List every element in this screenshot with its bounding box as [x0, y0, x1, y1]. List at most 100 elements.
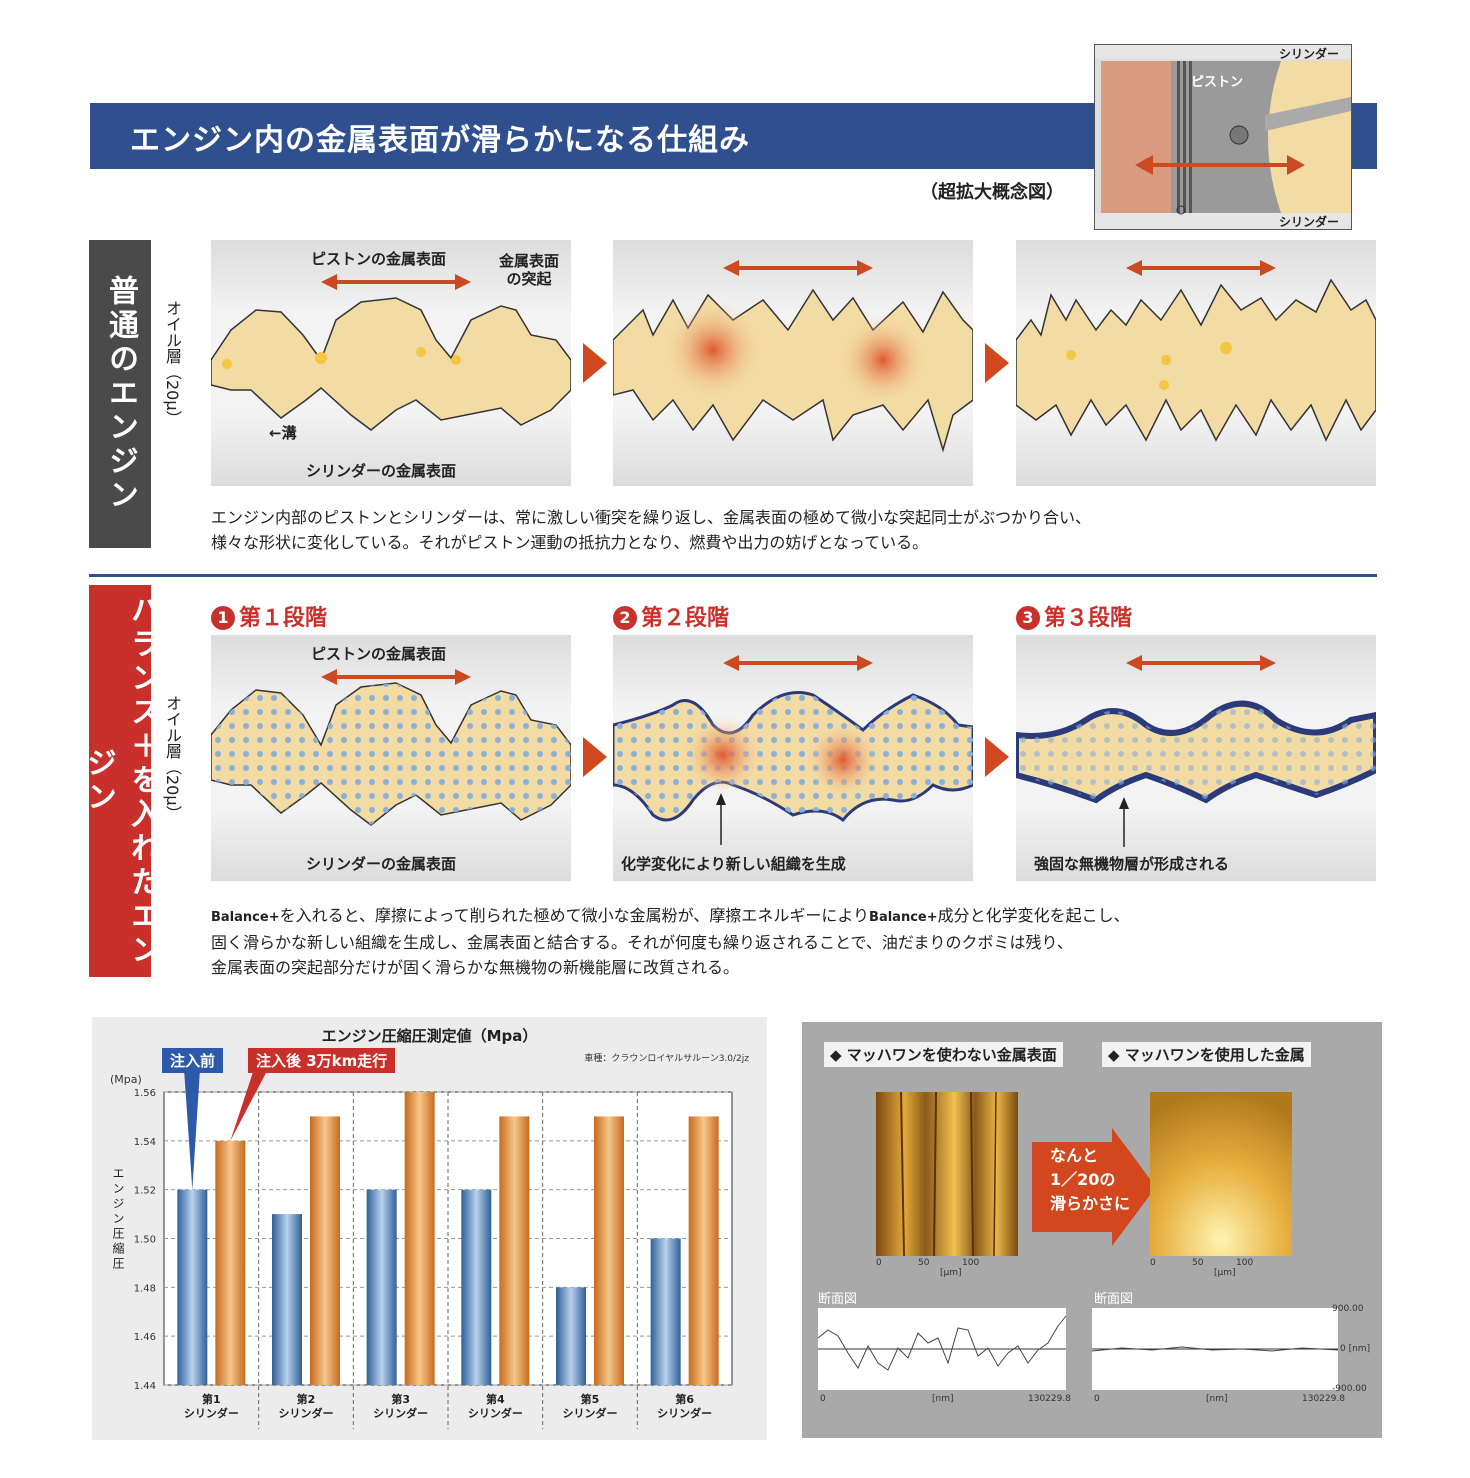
next-arrow-icon [985, 343, 1009, 383]
double-arrow-icon [321, 274, 471, 290]
double-arrow-icon [723, 655, 873, 671]
inset-piston-label: ピストン [1191, 75, 1244, 90]
legend-pointer-before [184, 1069, 200, 1190]
balance-description: Balance+を入れると、摩擦によって削られた極めて微小な金属粉が、摩擦エネル… [211, 906, 1130, 977]
smooth-surface-image [1150, 1092, 1292, 1256]
rough-surface-illustration-3 [1016, 278, 1376, 442]
y-tick-label: 1.46 [134, 1332, 156, 1343]
surface-comparison: ◆ マッハワンを使わない金属表面 ◆ マッハワンを使用した金属 0 50 100… [802, 1022, 1382, 1438]
chart-y-label: エンジン圧縮圧 [111, 1167, 125, 1272]
stage-3-note: 強固な無機物層が形成される [1034, 855, 1230, 873]
chart-title: エンジン圧縮圧測定値（Mpa） [321, 1027, 538, 1045]
double-arrow-icon [321, 669, 471, 685]
y-tick-label: 1.54 [134, 1137, 156, 1148]
legend-before: 注入前 [162, 1048, 224, 1073]
x-category-label: 第6 [675, 1392, 694, 1406]
oil-layer-label-1: オイル層（20μ） [163, 300, 182, 427]
stage-2-note: 化学変化により新しい組織を生成 [621, 855, 846, 873]
balance-panel-1: ピストンの金属表面 シリンダーの金属表面 [211, 635, 571, 881]
balance-panel-3: 強固な無機物層が形成される [1016, 635, 1376, 881]
x-category-label: シリンダー [468, 1406, 523, 1420]
double-arrow-icon [1126, 260, 1276, 276]
bar-before [272, 1214, 302, 1385]
bar-before [461, 1189, 492, 1385]
groove-label: ←溝 [269, 424, 297, 442]
x-category-label: シリンダー [373, 1406, 428, 1420]
right-header: ◆ マッハワンを使用した金属 [1102, 1042, 1311, 1067]
brand-mark: Balance+ [869, 910, 938, 925]
inset-cylinder-bottom-label: シリンダー [1278, 215, 1339, 229]
x-category-label: シリンダー [184, 1406, 239, 1420]
section-divider [89, 574, 1377, 577]
cylinder-surface-label-2: シリンダーの金属表面 [306, 855, 457, 873]
x-category-label: 第1 [202, 1392, 221, 1406]
y-tick-label: 1.44 [134, 1381, 156, 1392]
rough-profile-plot [818, 1308, 1066, 1390]
protrusion-label: 金属表面 の突起 [499, 252, 560, 288]
normal-panel-2 [613, 240, 973, 486]
inset-diagram: シリンダー ピストン シリンダー [1094, 44, 1352, 230]
bar-before [177, 1189, 208, 1385]
cross-section-label-right: 断面図 [1094, 1292, 1134, 1307]
piston-surface-label-2: ピストンの金属表面 [311, 645, 447, 663]
balance-engine-tab: バランス＋を入れたエンジン [81, 585, 160, 977]
rough-surface-illustration-1 [211, 297, 571, 431]
bar-before [366, 1189, 397, 1385]
y-tick-label: 1.50 [134, 1235, 156, 1246]
chart-note: 車種：クラウンロイヤルサルーン3.0/2jz [584, 1054, 749, 1064]
next-arrow-icon [583, 737, 607, 777]
smooth-surface-illustration [1016, 700, 1376, 847]
x-category-label: 第5 [581, 1392, 600, 1406]
bar-before [650, 1238, 681, 1385]
inset-cylinder-top-label: シリンダー [1278, 47, 1339, 61]
chart-y-unit: (Mpa) [110, 1073, 142, 1086]
smoother-arrow-text: なんと 1／20の 滑らかさに [1050, 1146, 1131, 1213]
brand-mark: Balance+ [211, 910, 280, 925]
next-arrow-icon [583, 343, 607, 383]
inset-caption: （超拡大概念図） [920, 182, 1064, 203]
left-header: ◆ マッハワンを使わない金属表面 [824, 1042, 1063, 1067]
y-tick-label: 1.48 [134, 1283, 156, 1294]
x-category-label: 第2 [297, 1392, 316, 1406]
rough-surface-illustration-2 [613, 288, 973, 453]
bar-before [556, 1287, 586, 1385]
x-category-label: シリンダー [657, 1406, 712, 1420]
next-arrow-icon [985, 737, 1009, 777]
normal-engine-tab: 普通のエンジン [89, 240, 151, 548]
y-tick-label: 1.52 [134, 1186, 156, 1197]
dotted-surface-illustration-2 [613, 691, 973, 845]
bar-after [404, 1092, 435, 1385]
x-category-label: シリンダー [563, 1406, 618, 1420]
dotted-surface-illustration-1 [211, 682, 571, 826]
oil-layer-label-2: オイル層（20μ） [163, 695, 182, 822]
normal-panel-3 [1016, 240, 1376, 486]
bar-after [499, 1116, 530, 1385]
x-category-label: シリンダー [279, 1406, 334, 1420]
piston-surface-label-1: ピストンの金属表面 [311, 250, 447, 268]
piston-cylinder-illustration [1095, 45, 1351, 229]
double-arrow-icon [1126, 655, 1276, 671]
x-category-label: 第3 [391, 1392, 410, 1406]
bar-after [688, 1116, 719, 1385]
rough-surface-image [876, 1092, 1018, 1256]
double-arrow-icon [723, 260, 873, 276]
y-tick-label: 1.56 [134, 1088, 156, 1099]
smoother-arrow [1032, 1128, 1156, 1246]
x-category-label: 第4 [486, 1392, 505, 1406]
legend-after: 注入後 3万km走行 [248, 1048, 396, 1073]
bar-after [215, 1140, 246, 1385]
smooth-profile-plot [1092, 1308, 1338, 1390]
bar-after [310, 1116, 340, 1385]
chart-plot: 1.561.541.521.501.481.461.44第1シリンダー第2シリン… [134, 1069, 733, 1429]
normal-description: エンジン内部のピストンとシリンダーは、常に激しい衝突を繰り返し、金属表面の極めて… [211, 508, 1092, 552]
bar-after [594, 1116, 624, 1385]
balance-panel-2: 化学変化により新しい組織を生成 [613, 635, 973, 881]
normal-panel-1: ピストンの金属表面 金属表面 の突起 ←溝 シリンダーの金属表面 [211, 240, 571, 486]
page-title: エンジン内の金属表面が滑らかになる仕組み [130, 123, 750, 158]
cross-section-label-left: 断面図 [818, 1292, 858, 1307]
compression-chart: エンジン圧縮圧測定値（Mpa） 車種：クラウンロイヤルサルーン3.0/2jz (… [92, 1017, 767, 1440]
cylinder-surface-label-1: シリンダーの金属表面 [306, 462, 457, 480]
